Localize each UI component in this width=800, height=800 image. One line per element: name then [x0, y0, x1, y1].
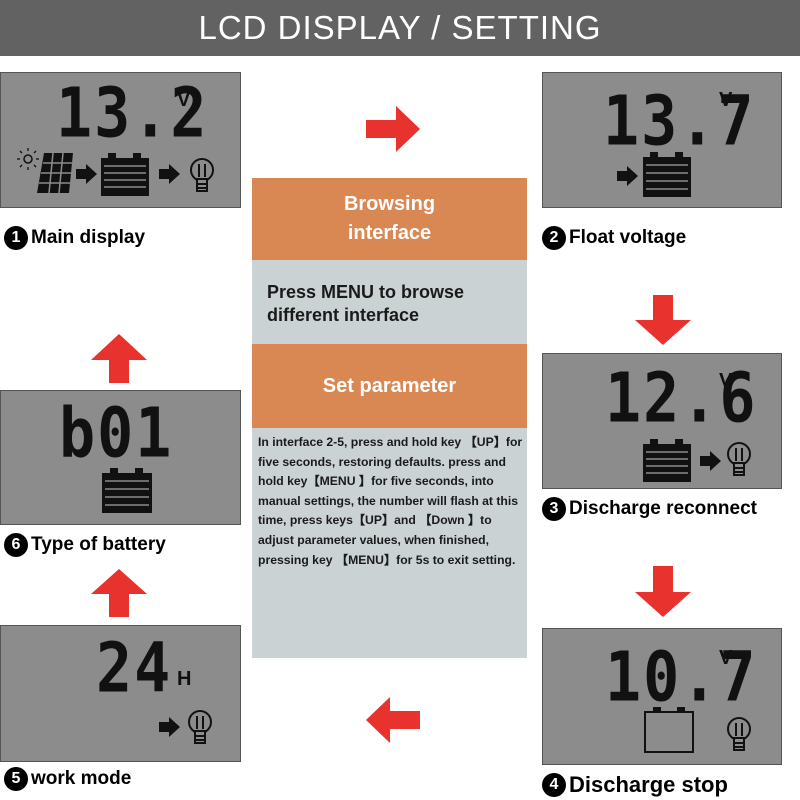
lcd-discharge-reconnect: 12.6 V: [542, 353, 782, 489]
battery-icon: [643, 439, 691, 482]
float-voltage-unit: V: [719, 89, 733, 111]
bulb-icon: [190, 158, 214, 192]
caption-text: Discharge stop: [569, 772, 728, 797]
instruction-panel: Browsing interface Press MENU to browse …: [252, 178, 527, 658]
lcd-float-voltage: 13.7 V: [542, 72, 782, 208]
page-title: LCD DISPLAY / SETTING: [0, 0, 800, 56]
work-mode-value: 24: [96, 628, 173, 709]
bulb-icon: [188, 710, 212, 744]
number-badge: 3: [542, 497, 566, 521]
reconnect-voltage-unit: V: [719, 370, 733, 392]
work-mode-icons: [159, 710, 212, 744]
sun-icon: [17, 148, 39, 170]
main-voltage-unit: V: [177, 89, 191, 111]
number-badge: 6: [4, 533, 28, 557]
arrow-right-icon: [366, 106, 420, 152]
reconnect-voltage-value: 12.6: [605, 358, 758, 439]
caption-discharge-reconnect: 3 Discharge reconnect: [542, 497, 757, 521]
arrow-up-icon: [91, 334, 147, 383]
arrow-left-icon: [366, 697, 420, 743]
browsing-instruction: Press MENU to browse different interface: [267, 282, 465, 325]
stop-voltage-value: 10.7: [605, 637, 758, 718]
caption-discharge-stop: 4 Discharge stop: [542, 772, 728, 798]
caption-text: Discharge reconnect: [569, 498, 757, 519]
reconnect-icons: [643, 439, 751, 482]
caption-text: work mode: [31, 768, 132, 789]
arrow-up-icon: [91, 569, 147, 617]
lcd-battery-type: b01: [0, 390, 241, 525]
set-parameter-instructions: In interface 2-5, press and hold key 【UP…: [258, 435, 523, 567]
arrow-down-icon: [635, 295, 691, 345]
battery-type-icons: [102, 468, 152, 513]
number-badge: 1: [4, 226, 28, 250]
arrow-right-icon: [700, 451, 721, 471]
arrow-down-icon: [635, 566, 691, 617]
arrow-right-icon: [159, 717, 180, 737]
main-voltage-value: 13.2: [56, 73, 209, 154]
bulb-icon: [727, 442, 751, 476]
solar-panel-icon: [37, 152, 73, 194]
battery-icon: [643, 152, 691, 197]
number-badge: 2: [542, 226, 566, 250]
number-badge: 4: [542, 773, 566, 797]
browsing-interface-title: Browsing interface: [252, 178, 527, 260]
caption-work-mode: 5 work mode: [4, 767, 131, 791]
lcd-main-display: 13.2 V: [0, 72, 241, 208]
lcd-work-mode: 24 H: [0, 625, 241, 762]
battery-icon: [102, 468, 152, 513]
caption-text: Type of battery: [31, 534, 166, 555]
caption-float-voltage: 2 Float voltage: [542, 226, 686, 250]
set-parameter-title: Set parameter: [252, 344, 527, 428]
battery-type-value: b01: [59, 393, 174, 474]
arrow-right-icon: [159, 164, 180, 184]
caption-main-display: 1 Main display: [4, 226, 145, 250]
stop-voltage-unit: V: [719, 647, 733, 669]
main-display-icons: [17, 148, 214, 196]
work-mode-unit: H: [177, 668, 192, 690]
arrow-right-icon: [76, 164, 97, 184]
float-voltage-icons: [617, 152, 691, 197]
caption-text: Float voltage: [569, 227, 687, 248]
stop-icons: [644, 707, 751, 753]
lcd-discharge-stop: 10.7 V: [542, 628, 782, 765]
caption-battery-type: 6 Type of battery: [4, 533, 166, 557]
bulb-icon: [727, 717, 751, 751]
number-badge: 5: [4, 767, 28, 791]
battery-empty-icon: [644, 707, 694, 753]
float-voltage-value: 13.7: [603, 81, 756, 162]
battery-icon: [101, 153, 149, 196]
arrow-right-icon: [617, 166, 638, 186]
caption-text: Main display: [31, 227, 146, 248]
